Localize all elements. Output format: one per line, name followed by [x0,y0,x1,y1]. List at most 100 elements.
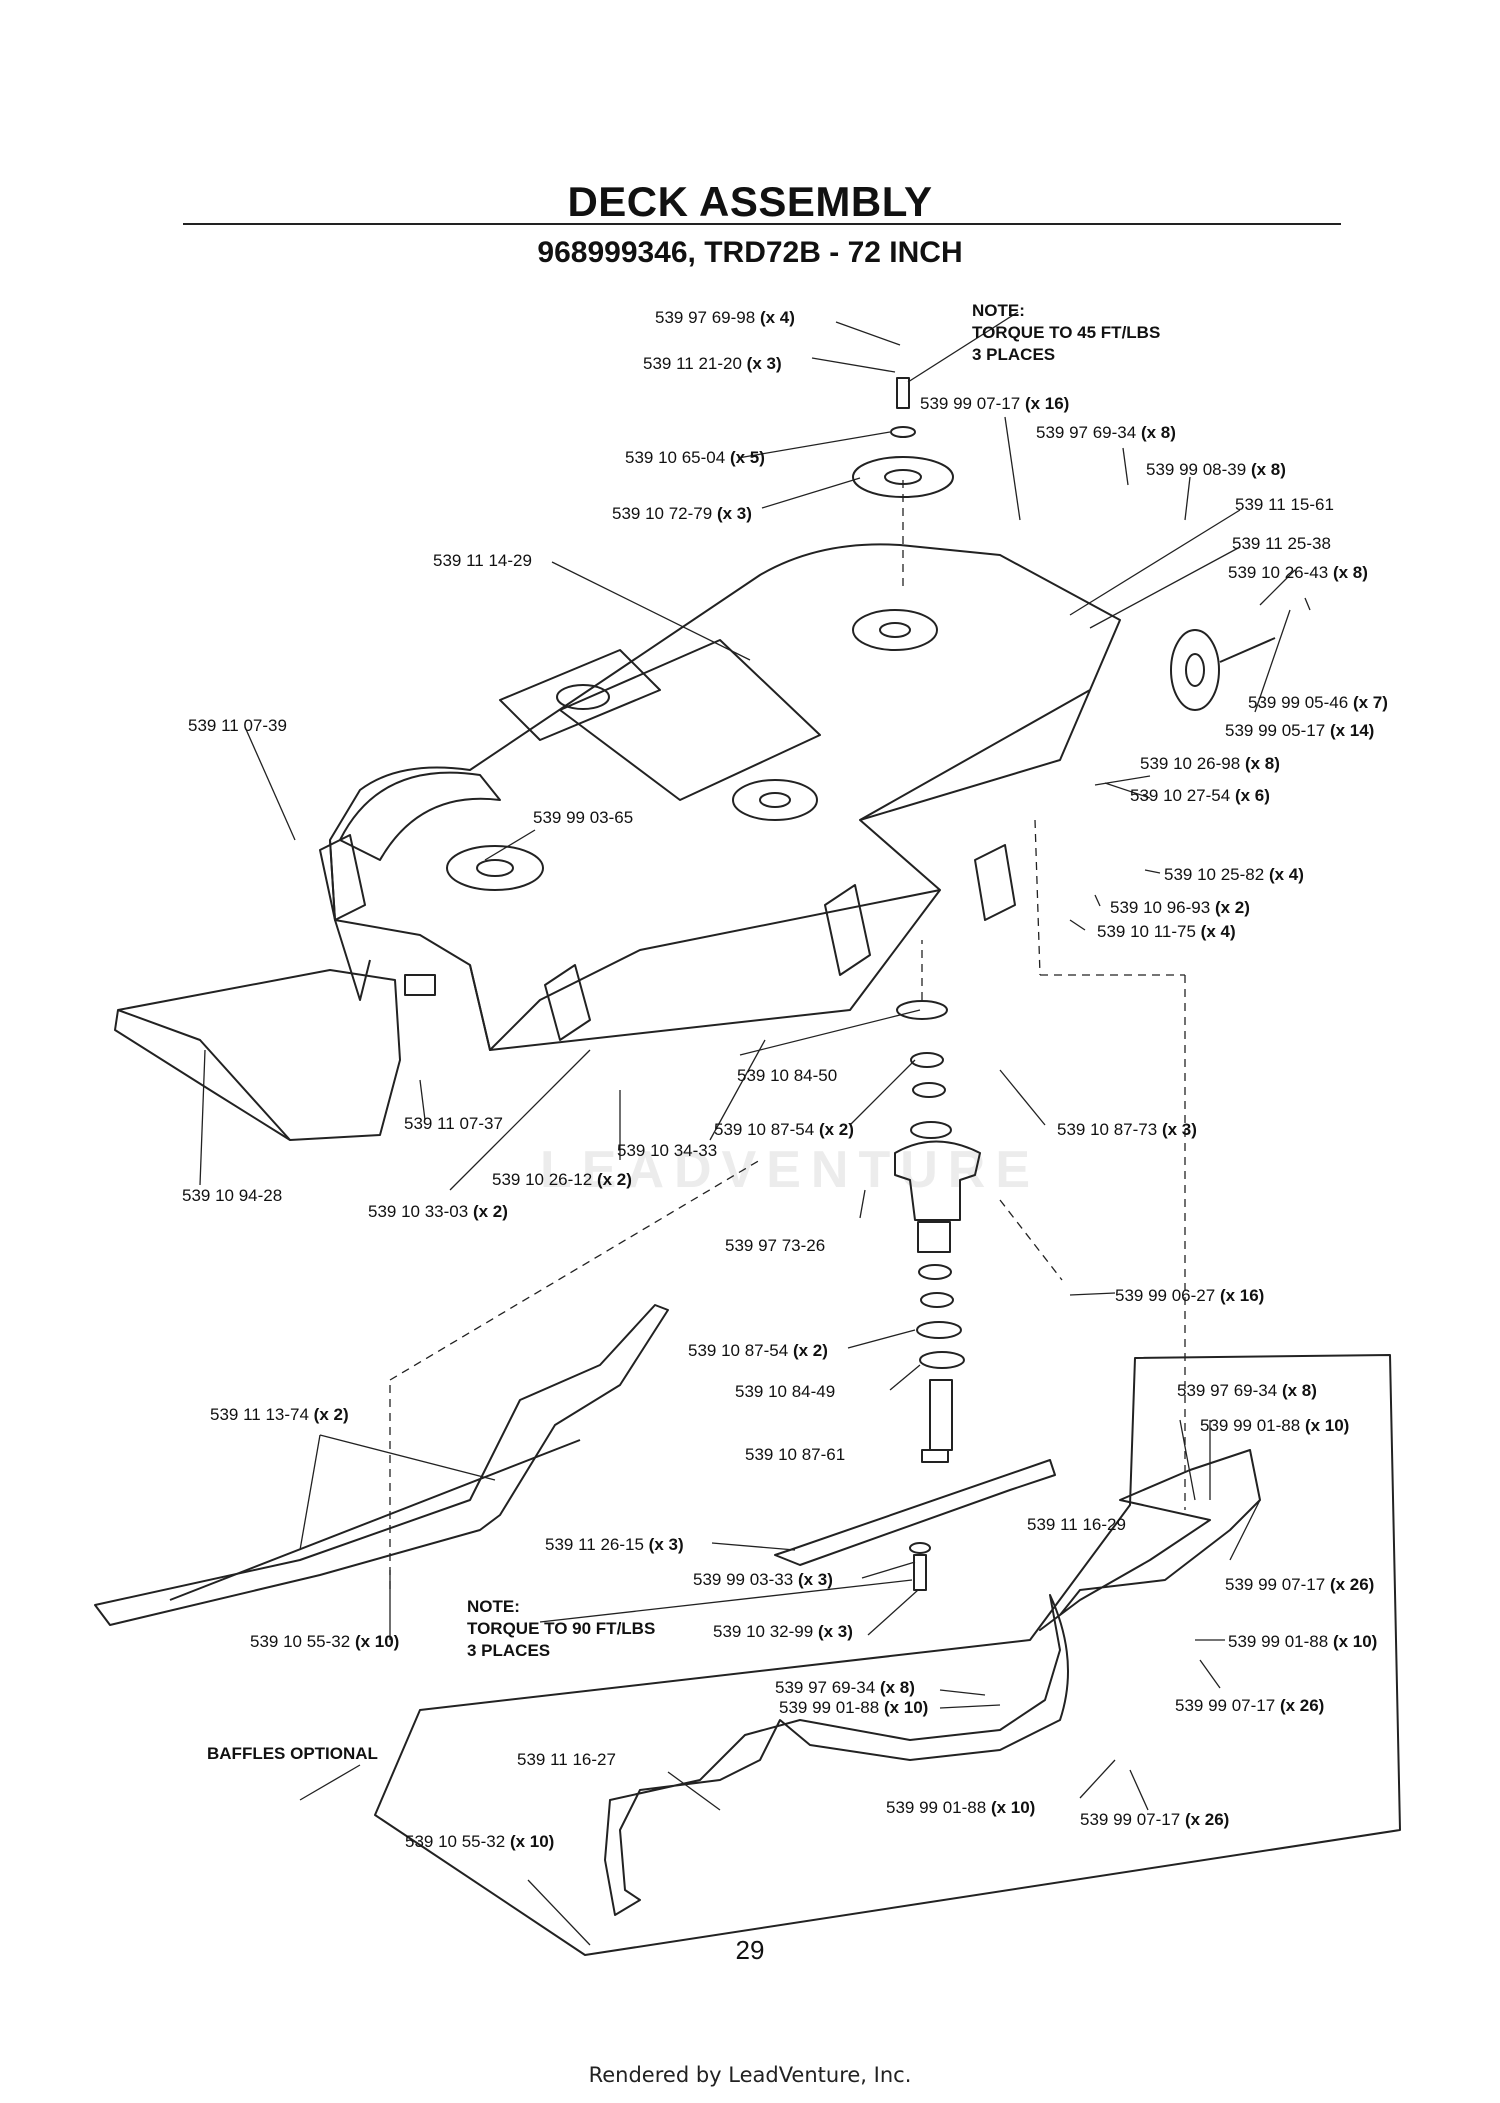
part-callout: 539 99 01-88 (x 10) [779,1698,928,1718]
baffle-center [604,1594,1069,1916]
blade-washer [909,1542,931,1554]
mower-blade [774,1459,1056,1566]
part-callout: 539 11 25-38 [1232,534,1331,554]
part-callout: 539 99 07-17 (x 16) [920,394,1069,414]
left-bracket [319,834,366,921]
plate-hole [556,684,610,710]
part-callout: 539 10 87-61 [745,1445,845,1465]
baffle-left [94,1304,669,1626]
part-number: 539 99 07-17 [1225,1575,1326,1594]
spindle-hole-right [852,609,938,651]
part-qty: (x 8) [1332,563,1368,582]
part-number: 539 10 96-93 [1110,898,1211,917]
part-number: 539 11 25-38 [1232,534,1331,553]
part-callout: 539 10 65-04 (x 5) [625,448,765,468]
spindle-sleeve [917,1221,951,1253]
part-qty: (x 8) [1281,1381,1317,1400]
part-qty: (x 4) [1200,922,1236,941]
note-torque-90-line3: 3 PLACES [467,1641,551,1660]
page-subtitle: 968999346, TRD72B - 72 INCH [537,236,963,269]
bearing-4 [920,1292,954,1308]
part-callout: 539 99 07-17 (x 26) [1175,1696,1324,1716]
part-number: 539 11 13-74 [210,1405,309,1424]
part-qty: (x 10) [1304,1416,1350,1435]
part-qty: (x 3) [746,354,782,373]
part-callout: 539 97 73-26 [725,1236,825,1256]
part-number: 539 10 34-33 [617,1141,718,1160]
discharge-chute [114,969,401,1141]
seal [910,1121,952,1139]
part-qty: (x 8) [1244,754,1280,773]
part-callout: 539 11 13-74 (x 2) [210,1405,349,1425]
front-bracket-2 [824,884,871,976]
part-callout: 539 10 72-79 (x 3) [612,504,752,524]
part-number: 539 10 87-54 [714,1120,815,1139]
part-number: 539 10 65-04 [625,448,726,467]
note-torque-45-line2: TORQUE TO 45 FT/LBS [972,323,1161,342]
part-qty: (x 16) [1219,1286,1265,1305]
footer-credit: Rendered by LeadVenture, Inc. [588,2063,912,2087]
part-number: 539 97 69-98 [655,308,756,327]
part-number: 539 11 14-29 [433,551,532,570]
part-callout: 539 10 27-54 (x 6) [1130,786,1270,806]
part-number: 539 10 94-28 [182,1186,283,1205]
part-number: 539 10 25-82 [1164,865,1265,884]
baffle-frame [374,1354,1401,1956]
part-number: 539 11 26-15 [545,1535,644,1554]
part-callout: 539 10 84-49 [735,1382,835,1402]
part-callout: 539 11 15-61 [1235,495,1334,515]
part-number: 539 97 69-34 [1177,1381,1278,1400]
part-callout: 539 99 03-65 [533,808,633,828]
title-rule [183,223,1341,225]
part-number: 539 99 06-27 [1115,1286,1216,1305]
part-callout: 539 99 07-17 (x 26) [1080,1810,1229,1830]
washer-top [890,426,916,438]
part-number: 539 10 55-32 [250,1632,351,1651]
part-qty: (x 5) [729,448,765,467]
part-qty: (x 2) [792,1341,828,1360]
part-number: 539 10 87-73 [1057,1120,1158,1139]
note-torque-45-line3: 3 PLACES [972,345,1056,364]
part-number: 539 11 15-61 [1235,495,1334,514]
part-number: 539 97 73-26 [725,1236,826,1255]
part-qty: (x 26) [1184,1810,1230,1829]
part-number: 539 11 07-37 [404,1114,503,1133]
part-number: 539 11 07-39 [188,716,287,735]
note-torque-90: NOTE: TORQUE TO 90 FT/LBS 3 PLACES [467,1596,655,1662]
part-number: 539 99 05-46 [1248,693,1349,712]
bearing-3 [918,1264,952,1280]
part-callout: 539 11 16-27 [517,1750,616,1770]
part-qty: (x 2) [313,1405,349,1424]
part-callout: 539 10 11-75 (x 4) [1097,922,1236,942]
part-number: 539 99 05-17 [1225,721,1326,740]
part-callout: 539 99 01-88 (x 10) [1200,1416,1349,1436]
part-number: 539 10 72-79 [612,504,713,523]
part-number: 539 10 32-99 [713,1622,814,1641]
washer-mid [916,1321,962,1339]
part-number: 539 11 16-27 [517,1750,616,1769]
part-qty: (x 2) [818,1120,854,1139]
part-callout: 539 97 69-98 (x 4) [655,308,795,328]
part-callout: 539 99 07-17 (x 26) [1225,1575,1374,1595]
part-number: 539 99 03-65 [533,808,634,827]
page-number: 29 [735,1935,765,1965]
part-callout: 539 99 05-17 (x 14) [1225,721,1374,741]
part-callout: 539 10 55-32 (x 10) [250,1632,399,1652]
part-callout: 539 11 16-29 [1027,1515,1126,1535]
part-callout: 539 10 87-73 (x 3) [1057,1120,1197,1140]
part-callout: 539 99 01-88 (x 10) [886,1798,1035,1818]
part-qty: (x 16) [1024,394,1070,413]
part-qty: (x 2) [1214,898,1250,917]
part-callout: 539 10 26-43 (x 8) [1228,563,1368,583]
spindle-cap [896,1000,948,1020]
part-callout: 539 97 69-34 (x 8) [1036,423,1176,443]
part-number: 539 99 01-88 [1228,1632,1329,1651]
part-callout: 539 10 26-98 (x 8) [1140,754,1280,774]
part-callout: 539 99 01-88 (x 10) [1228,1632,1377,1652]
part-number: 539 10 11-75 [1097,922,1196,941]
washer-low [919,1351,965,1369]
part-callout: 539 10 25-82 (x 4) [1164,865,1304,885]
part-callout: 539 11 14-29 [433,551,532,571]
page-title: DECK ASSEMBLY [567,178,933,225]
part-qty: (x 2) [596,1170,632,1189]
